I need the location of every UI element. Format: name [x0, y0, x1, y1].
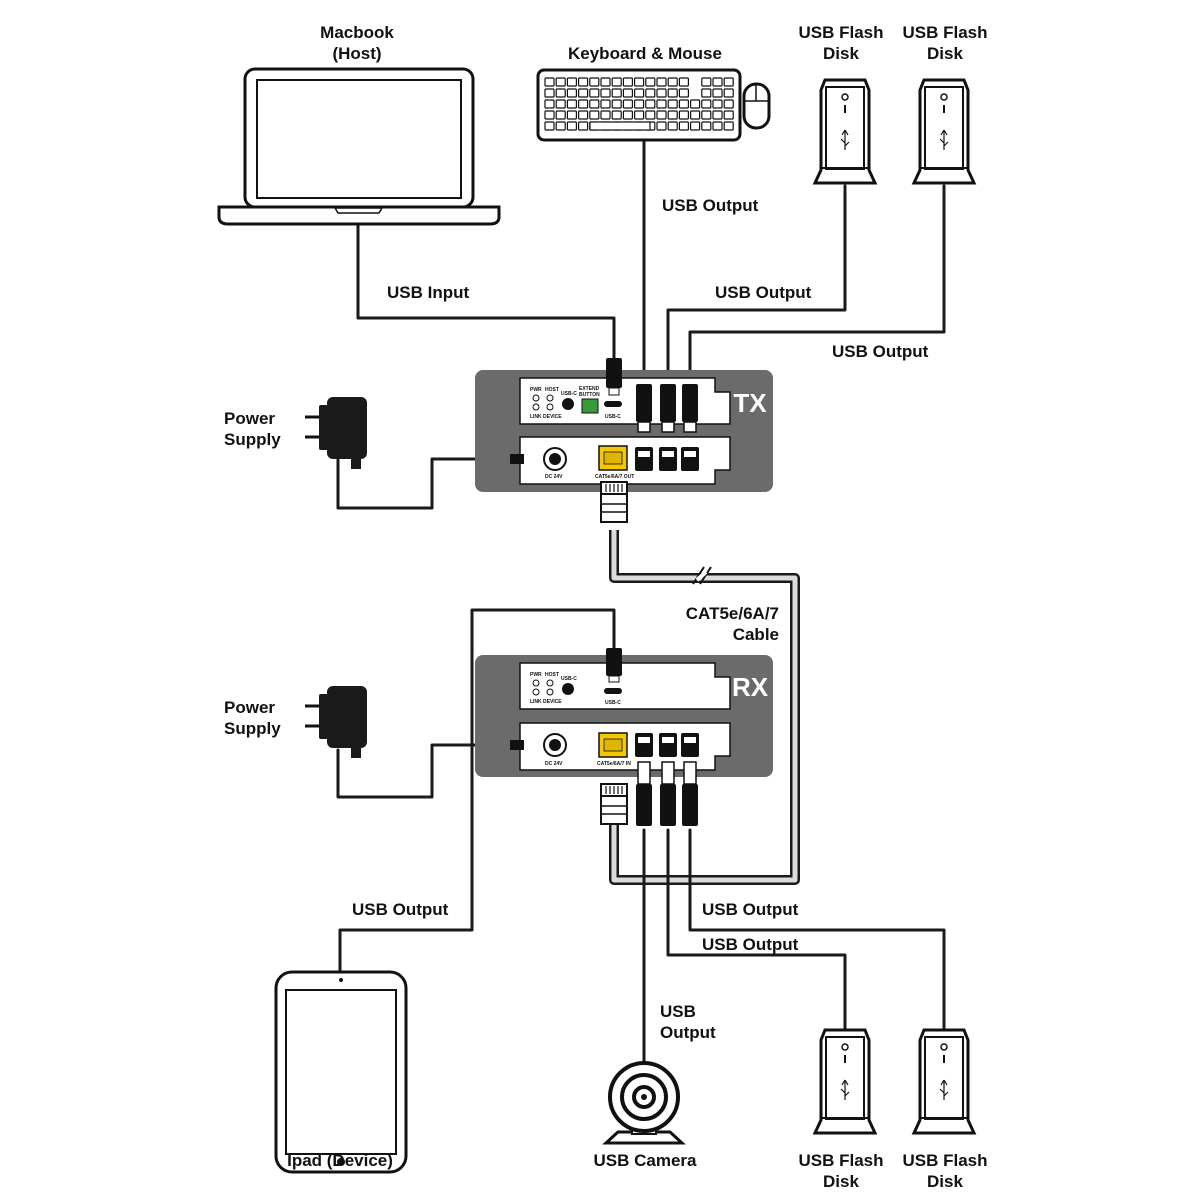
cable-ipad-output	[338, 608, 616, 974]
camera-output-label-2: Output	[660, 1023, 716, 1042]
tx-unit: PWR HOST USB-C LINK DEVICE EXTEND BUTTON…	[475, 370, 773, 492]
cable-flash-tx-1	[666, 184, 847, 392]
power-rx-label-1: Power	[224, 698, 275, 717]
svg-text:CAT5e/6A/7 IN: CAT5e/6A/7 IN	[597, 761, 631, 767]
flash-rx-2-label-1: USB Flash	[902, 1151, 987, 1170]
keyboard-mouse-label: Keyboard & Mouse	[568, 44, 722, 63]
power-adapter-rx-icon	[303, 684, 369, 760]
usb-camera-icon	[602, 1061, 686, 1145]
svg-text:USB-C: USB-C	[561, 676, 577, 682]
ipad-icon	[274, 970, 408, 1174]
svg-text:DEVICE: DEVICE	[543, 699, 562, 705]
cable-flash-rx-1	[666, 828, 847, 1032]
kb-output-label: USB Output	[662, 196, 759, 215]
cat-cable	[609, 530, 800, 885]
power-rx-label-2: Supply	[224, 719, 281, 738]
rx-rj45-connector	[600, 783, 628, 825]
svg-text:PWR: PWR	[530, 672, 542, 678]
cable-power-tx	[336, 457, 514, 510]
flash-tx-2-output-label: USB Output	[832, 342, 929, 361]
cable-usb-input	[356, 220, 616, 362]
flash-tx-1-label-1: USB Flash	[798, 23, 883, 42]
macbook-label-1: Macbook	[320, 23, 394, 42]
ipad-label: Ipad (Device)	[287, 1151, 393, 1170]
cable-label-1: CAT5e/6A/7	[686, 604, 779, 623]
mouse-icon	[742, 82, 771, 130]
cable-flash-tx-2	[688, 184, 946, 392]
flash-tx-2-label-1: USB Flash	[902, 23, 987, 42]
power-tx-label-1: Power	[224, 409, 275, 428]
svg-text:USB-C: USB-C	[605, 700, 621, 706]
macbook-icon	[217, 67, 501, 226]
keyboard-icon	[536, 68, 742, 142]
usb-input-label: USB Input	[387, 283, 469, 302]
svg-text:USB-C: USB-C	[561, 391, 577, 397]
power-tx-label-2: Supply	[224, 430, 281, 449]
svg-text:PWR: PWR	[530, 387, 542, 393]
tx-usbc-plug	[606, 358, 622, 396]
svg-text:HOST: HOST	[545, 672, 559, 678]
svg-text:LINK: LINK	[530, 414, 542, 420]
cable-flash-rx-2	[688, 828, 946, 1032]
svg-text:BUTTON: BUTTON	[579, 392, 600, 398]
power-adapter-tx-icon	[303, 395, 369, 471]
tx-usb-plug-2	[659, 383, 677, 433]
flash-tx-1-label-2: Disk	[823, 44, 859, 63]
flash-rx-2-label-2: Disk	[927, 1172, 963, 1191]
tx-label: TX	[733, 388, 767, 418]
svg-text:USB-C: USB-C	[605, 414, 621, 420]
svg-text:DC 24V: DC 24V	[545, 474, 563, 480]
camera-label: USB Camera	[594, 1151, 698, 1170]
rx-dc-plug	[510, 740, 524, 750]
flash-disk-rx-1-icon	[813, 1028, 877, 1135]
rx-unit: PWR HOST USB-C LINK DEVICE USB-C DC 24V …	[475, 655, 773, 777]
svg-text:DEVICE: DEVICE	[543, 414, 562, 420]
flash-rx-1-output-label: USB Output	[702, 935, 799, 954]
rx-usb-plug-1	[636, 761, 652, 826]
svg-text:LINK: LINK	[530, 699, 542, 705]
flash-tx-1-output-label: USB Output	[715, 283, 812, 302]
flash-rx-1-label-1: USB Flash	[798, 1151, 883, 1170]
tx-dc-plug	[510, 454, 524, 464]
flash-tx-2-label-2: Disk	[927, 44, 963, 63]
flash-disk-tx-2-icon	[912, 78, 976, 185]
svg-text:HOST: HOST	[545, 387, 559, 393]
camera-output-label-1: USB	[660, 1002, 696, 1021]
flash-rx-2-output-label: USB Output	[702, 900, 799, 919]
ipad-output-label: USB Output	[352, 900, 449, 919]
tx-usb-plug-1	[635, 383, 653, 433]
svg-text:DC 24V: DC 24V	[545, 761, 563, 767]
svg-text:EXTEND: EXTEND	[579, 386, 600, 392]
cable-label-2: Cable	[733, 625, 779, 644]
rx-usb-plug-2	[660, 761, 676, 826]
svg-text:CAT5e/6A/7 OUT: CAT5e/6A/7 OUT	[595, 474, 634, 480]
tx-usb-plug-3	[681, 383, 699, 433]
flash-disk-rx-2-icon	[912, 1028, 976, 1135]
tx-rj45-connector	[600, 481, 628, 523]
macbook-label-2: (Host)	[332, 44, 381, 63]
flash-rx-1-label-2: Disk	[823, 1172, 859, 1191]
rx-usb-plug-3	[682, 761, 698, 826]
flash-disk-tx-1-icon	[813, 78, 877, 185]
rx-usbc-plug	[606, 648, 622, 683]
rx-label: RX	[732, 672, 769, 702]
cable-power-rx	[336, 743, 514, 799]
